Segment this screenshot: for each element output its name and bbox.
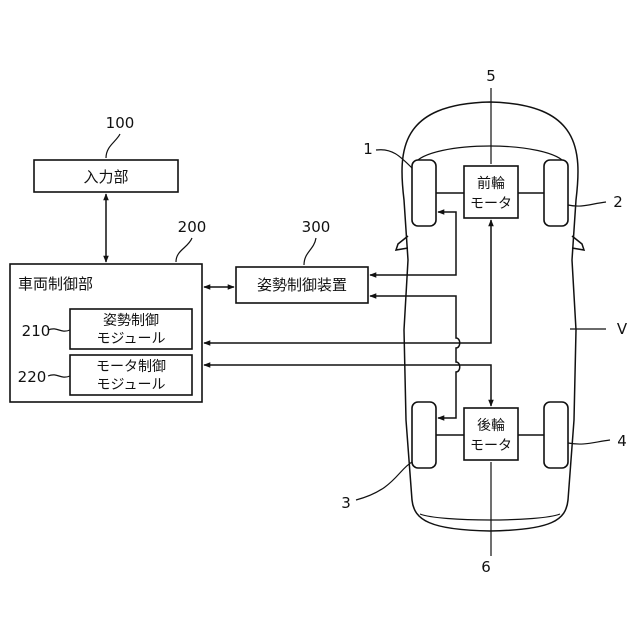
- rear-right-wheel: [544, 402, 568, 468]
- vehicle-control-unit-label: 車両制御部: [18, 275, 93, 293]
- ref-1: 1: [363, 140, 373, 158]
- posture-module-label-2: モジュール: [96, 331, 165, 347]
- front-motor-label-1: 前輪: [477, 175, 505, 192]
- ref-100-leader: [106, 134, 120, 158]
- posture-control-device-label: 姿勢制御装置: [257, 276, 347, 294]
- ref-200-leader: [176, 238, 192, 262]
- ref-1-leader: [376, 150, 412, 168]
- rear-motor-label-1: 後輪: [477, 417, 505, 434]
- ref-6: 6: [481, 558, 491, 576]
- motor-module-label-1: モータ制御: [96, 359, 166, 375]
- ref-220: 220: [18, 368, 47, 386]
- ref-v: V: [617, 320, 628, 338]
- front-motor-label-2: モータ: [470, 196, 512, 212]
- ref-3-leader: [356, 462, 412, 500]
- rear-motor-label-2: モータ: [470, 438, 512, 454]
- ref-3: 3: [341, 494, 351, 512]
- ref-200: 200: [178, 218, 207, 236]
- ref-2-leader: [568, 202, 606, 206]
- posture-module-label-1: 姿勢制御: [103, 313, 159, 329]
- ref-300-leader: [304, 238, 316, 265]
- rear-left-wheel: [412, 402, 436, 468]
- posture-to-rear-left-wheel-line: [370, 296, 460, 418]
- front-right-wheel: [544, 160, 568, 226]
- input-unit-label: 入力部: [83, 168, 128, 186]
- front-windshield-line: [414, 146, 566, 164]
- ref-210: 210: [22, 322, 51, 340]
- module-to-rear-motor-line: [204, 365, 491, 406]
- rear-bumper-line: [420, 514, 560, 520]
- ref-100: 100: [106, 114, 135, 132]
- ref-4-leader: [568, 440, 610, 444]
- front-left-wheel: [412, 160, 436, 226]
- ref-4: 4: [617, 432, 627, 450]
- ref-5: 5: [486, 67, 496, 85]
- motor-module-label-2: モジュール: [96, 377, 165, 393]
- ref-300: 300: [302, 218, 331, 236]
- ref-2: 2: [613, 193, 623, 211]
